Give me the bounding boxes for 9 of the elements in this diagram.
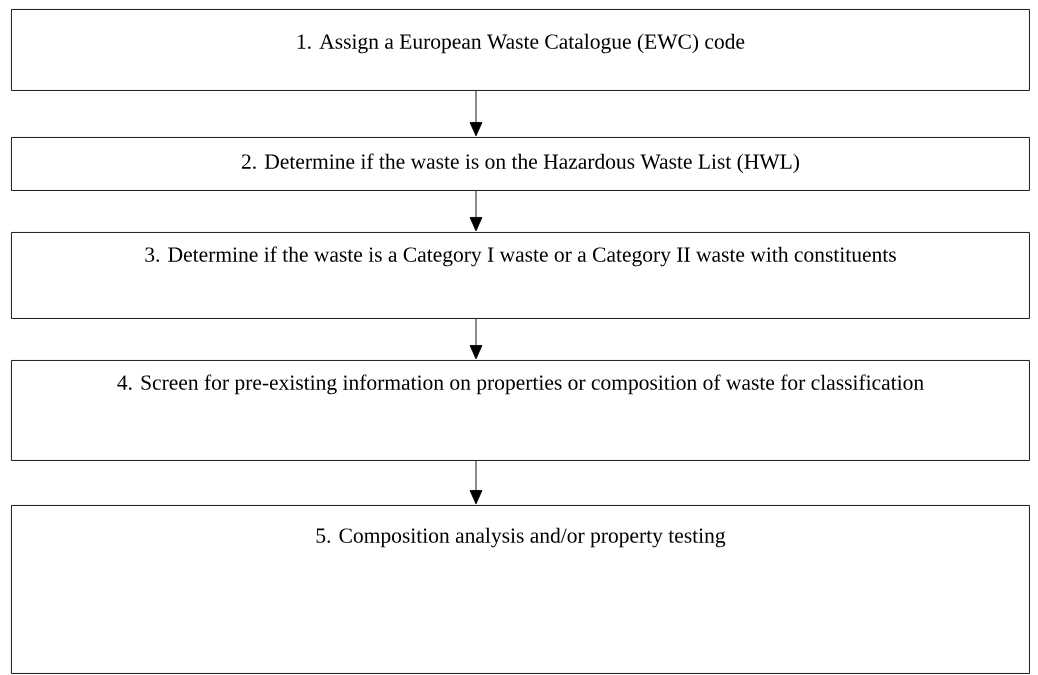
arrow <box>469 460 483 505</box>
arrow <box>469 318 483 360</box>
process-box: 2. Determine if the waste is on the Hazardous Waste List (HWL) <box>11 137 1030 191</box>
process-box: 4. Screen for pre-existing information on properties or composition of waste for classification <box>11 360 1030 461</box>
process-box: 1. Assign a European Waste Catalogue (EWC) code <box>11 9 1030 91</box>
process-box: 5. Composition analysis and/or property testing <box>11 505 1030 674</box>
arrow <box>469 190 483 232</box>
arrow <box>469 90 483 137</box>
process-box: 3. Determine if the waste is a Category I waste or a Category II waste with constituents <box>11 232 1030 319</box>
